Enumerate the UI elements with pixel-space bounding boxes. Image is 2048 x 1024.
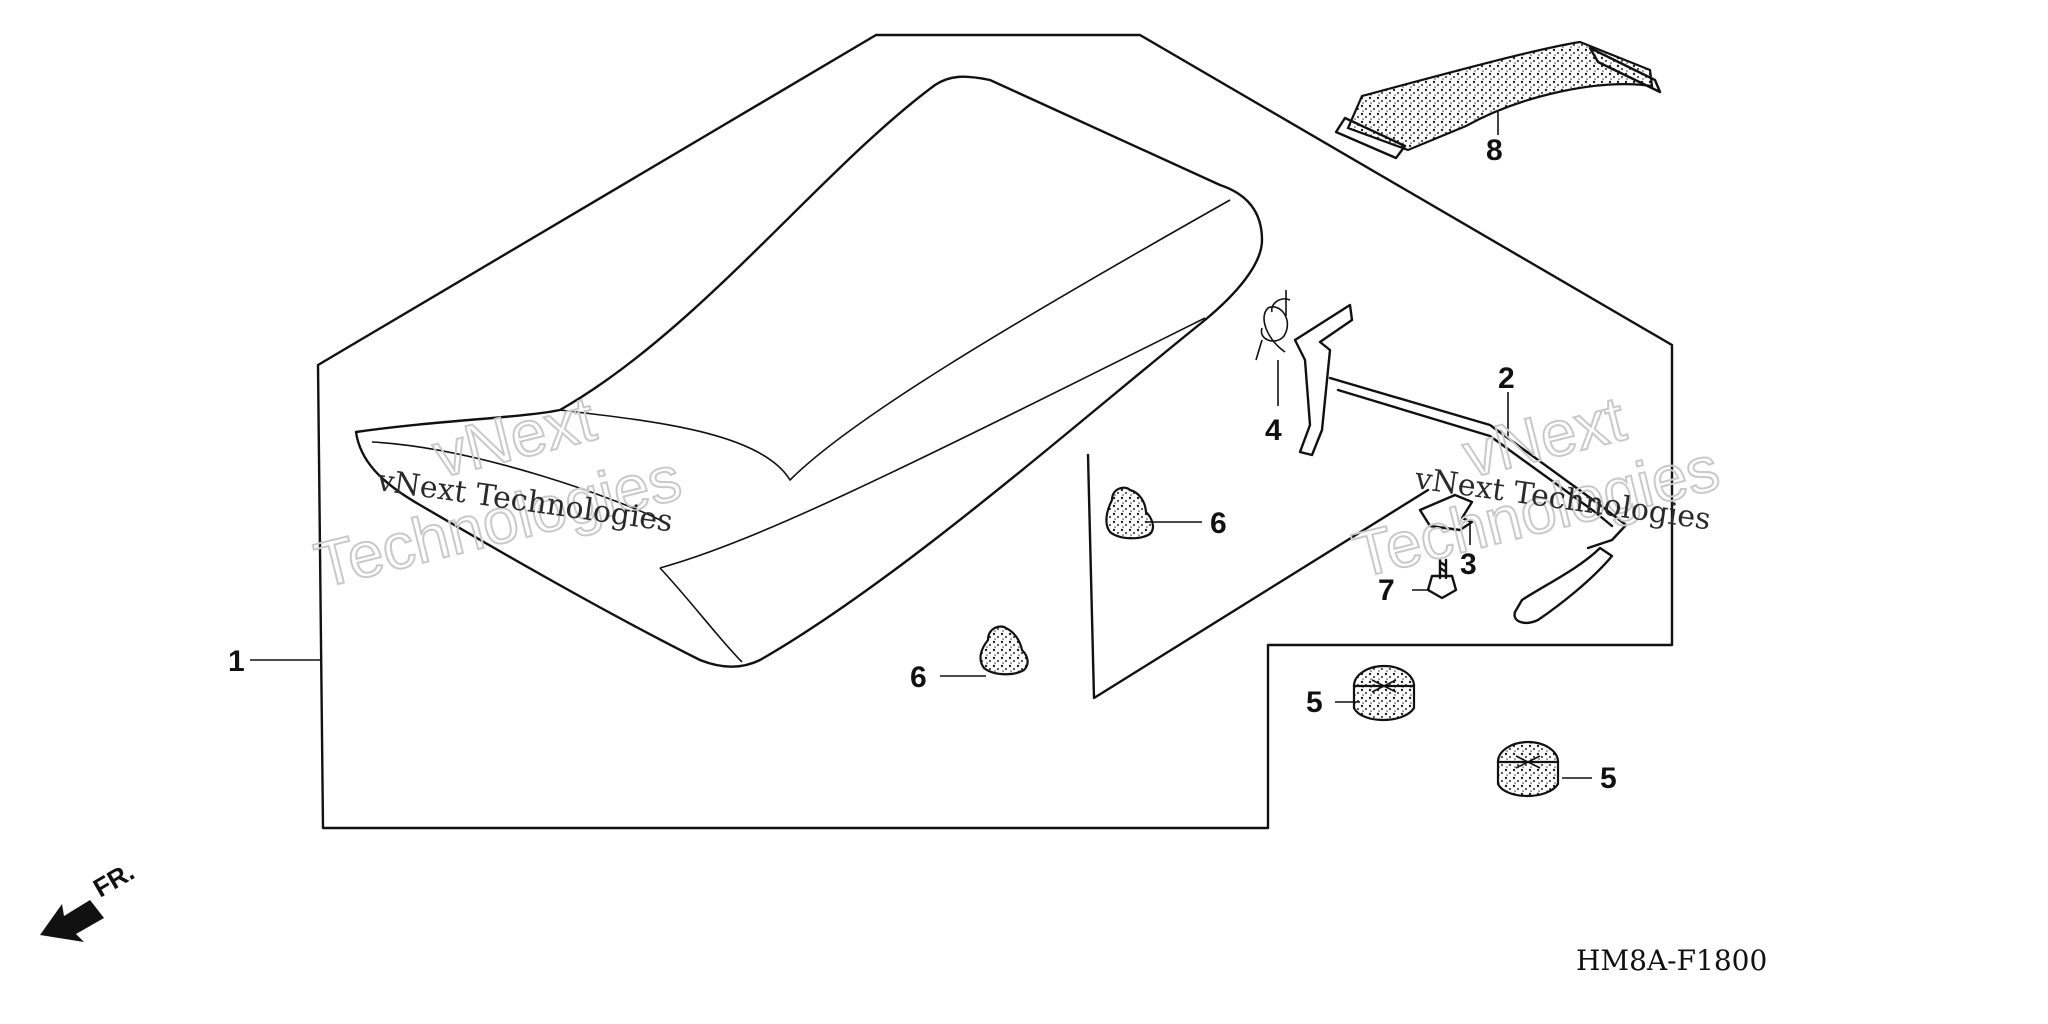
bolt-part — [1426, 558, 1458, 600]
grommet-b-part — [1496, 740, 1560, 797]
diagram-code: HM8A-F1800 — [1576, 944, 1767, 977]
assembly-divider — [1086, 453, 1430, 700]
cushion-b-part — [979, 625, 1029, 676]
callout-grommet-a: 5 — [1306, 686, 1323, 719]
seat-lock-rod-part — [1293, 303, 1628, 624]
cushion-a-part — [1105, 486, 1155, 540]
callout-strap: 8 — [1486, 134, 1503, 167]
seat-part — [354, 75, 1264, 668]
callout-spring: 4 — [1265, 414, 1282, 447]
strap-part — [1334, 40, 1662, 160]
callout-seat-lock-rod: 2 — [1498, 362, 1515, 395]
grommet-a-part — [1352, 664, 1416, 721]
callout-hook: 3 — [1460, 548, 1477, 581]
hook-part — [1418, 493, 1474, 532]
callout-seat: 1 — [228, 645, 245, 678]
callout-cushion-a: 6 — [1210, 507, 1227, 540]
callout-bolt: 7 — [1378, 574, 1395, 607]
front-arrow-icon: FR. — [40, 856, 139, 942]
spring-part — [1255, 290, 1291, 361]
callout-grommet-b: 5 — [1600, 762, 1617, 795]
watermark-right: vNext Technologies vNext Technologies — [1345, 381, 1727, 592]
leader-lines — [250, 112, 1592, 779]
assembly-outline — [316, 33, 1674, 830]
callout-cushion-b: 6 — [910, 661, 927, 694]
front-label: FR. — [88, 856, 139, 903]
